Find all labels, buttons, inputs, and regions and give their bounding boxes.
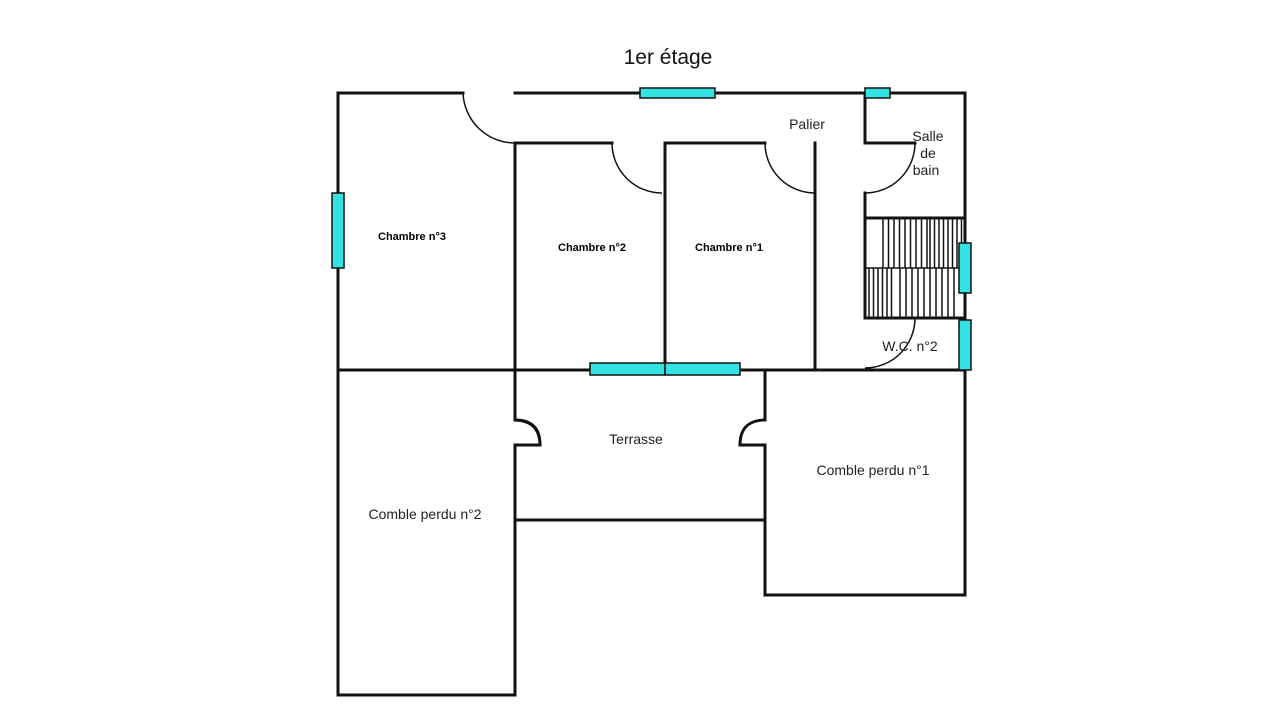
label-chambre-2: Chambre n°2	[558, 242, 626, 254]
label-salle-de-bain-2: de	[920, 145, 936, 161]
label-chambre-1: Chambre n°1	[695, 242, 763, 254]
label-salle-de-bain-1: Salle	[912, 128, 943, 144]
label-wc-2: W.C. n°2	[882, 338, 938, 354]
label-palier: Palier	[789, 116, 825, 132]
label-salle-de-bain-3: bain	[913, 162, 939, 178]
room-labels: Chambre n°3 Chambre n°2 Chambre n°1 Pali…	[369, 116, 944, 522]
plan-title: 1er étage	[624, 46, 713, 69]
walls	[336, 91, 967, 697]
windows	[331, 87, 972, 376]
label-comble-2: Comble perdu n°2	[369, 506, 482, 522]
staircase	[863, 216, 967, 320]
label-terrasse: Terrasse	[609, 431, 663, 447]
label-comble-1: Comble perdu n°1	[817, 462, 930, 478]
label-chambre-3: Chambre n°3	[378, 231, 446, 243]
door-arcs	[462, 92, 916, 369]
